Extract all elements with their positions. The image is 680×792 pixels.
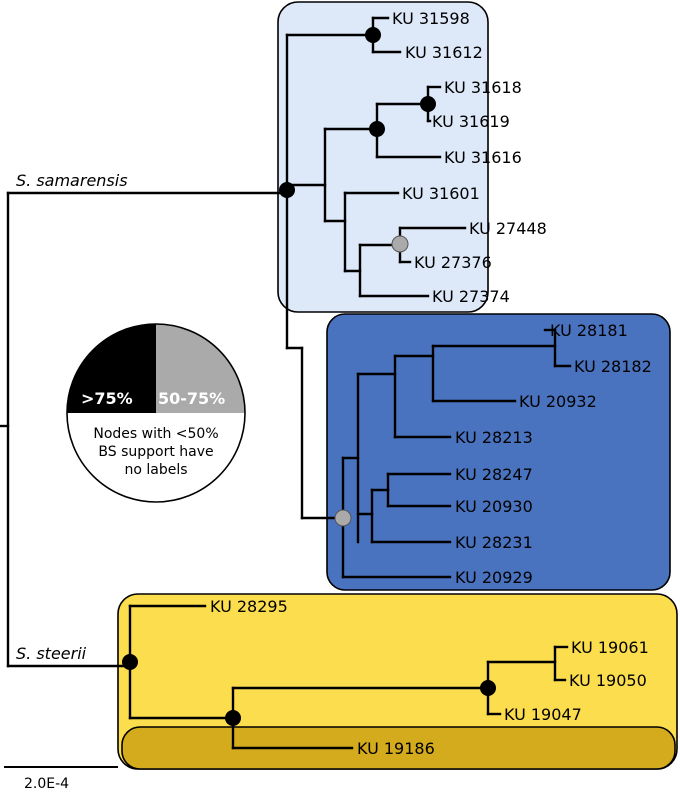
support-high-node-icon [480, 680, 496, 696]
support-mid-node-icon [334, 509, 352, 527]
tip-label: KU 28182 [574, 357, 652, 376]
support-high-node-icon [122, 654, 138, 670]
tip-label: KU 31598 [392, 9, 470, 28]
tip-label: KU 19047 [504, 705, 582, 724]
support-high-node-icon [279, 182, 295, 198]
clade-box-yellow-subclade [121, 726, 676, 770]
tip-label: KU 20929 [455, 568, 533, 587]
species-label-steerii: S. steerii [16, 644, 87, 663]
tip-label: KU 28231 [455, 533, 533, 552]
tip-label: KU 31601 [402, 184, 480, 203]
tip-label: KU 28213 [455, 428, 533, 447]
support-high-node-icon [420, 96, 436, 112]
tip-label: KU 31616 [444, 148, 522, 167]
support-legend: >75% 50-75% Nodes with <50% BS support h… [66, 323, 246, 503]
tip-label: KU 31619 [432, 112, 510, 131]
legend-high-wedge [67, 324, 156, 413]
tip-labels: KU 31598 KU 31612 KU 31618 KU 31619 KU 3… [210, 9, 652, 758]
tip-label: KU 28247 [455, 465, 533, 484]
tip-label: KU 28295 [210, 597, 288, 616]
support-high-node-icon [365, 27, 381, 43]
tip-label: KU 28181 [550, 321, 628, 340]
support-markers [122, 27, 496, 726]
legend-high-label: >75% [81, 389, 133, 408]
tip-label: KU 27376 [414, 253, 492, 272]
support-high-node-icon [225, 710, 241, 726]
support-mid-node-icon [391, 235, 409, 253]
scale-bar-label: 2.0E-4 [24, 776, 69, 792]
tip-label: KU 19050 [569, 671, 647, 690]
tip-label: KU 19061 [571, 638, 649, 657]
legend-note-area [67, 413, 245, 502]
tip-label: KU 27374 [432, 287, 510, 306]
tip-label: KU 19186 [357, 739, 435, 758]
clade-box-dark-blue [326, 313, 671, 591]
legend-mid-label: 50-75% [158, 389, 225, 408]
support-high-node-icon [369, 121, 385, 137]
tip-label: KU 20930 [455, 497, 533, 516]
legend-note-line: no labels [124, 462, 187, 478]
species-label-samarensis: S. samarensis [16, 171, 128, 190]
tip-label: KU 31612 [405, 43, 483, 62]
legend-outline [66, 323, 246, 503]
legend-note-line: BS support have [98, 444, 213, 460]
legend-mid-wedge [156, 324, 245, 413]
legend-note-line: Nodes with <50% [93, 426, 218, 442]
tip-label: KU 31618 [444, 78, 522, 97]
scale-bar: 2.0E-4 [4, 766, 118, 792]
tip-label: KU 20932 [519, 392, 597, 411]
tip-label: KU 27448 [469, 219, 547, 238]
